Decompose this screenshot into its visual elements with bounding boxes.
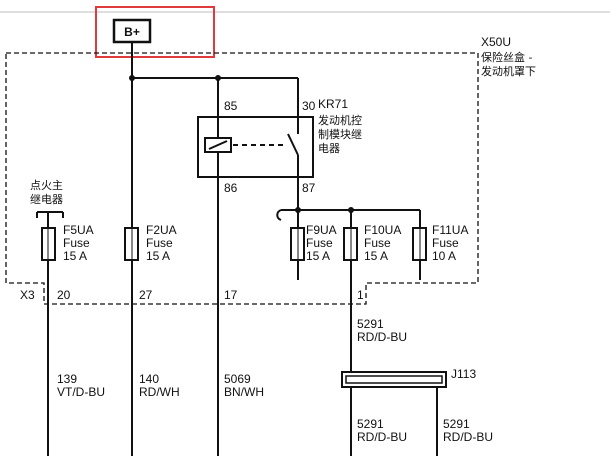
- f9ua-rating: 15 A: [306, 249, 330, 263]
- splice-pack-inner: [345, 375, 443, 384]
- relay-pin-85: 85: [224, 99, 238, 113]
- relay-switch-blade: [287, 133, 299, 156]
- highlight-box: [95, 6, 215, 58]
- fusebox-name-line2: 发动机罩下: [481, 64, 536, 78]
- battery-supply-label: B+: [124, 25, 140, 39]
- wire-5291-color: RD/D-BU: [357, 330, 407, 344]
- splice-right-circuit: 5291: [443, 417, 470, 431]
- relay-pin-87: 87: [302, 181, 316, 195]
- connector-pin-20: 20: [57, 288, 71, 302]
- fusebox-code: X50U: [481, 35, 511, 49]
- f5ua-rating: 15 A: [63, 249, 87, 263]
- splice-pack-outer: [341, 371, 447, 388]
- connector-code: X3: [20, 288, 35, 302]
- connector-pin-27: 27: [139, 288, 153, 302]
- wire-139-circuit: 139: [57, 372, 77, 386]
- relay-name-line2: 制模块继: [318, 128, 362, 141]
- splice-left-circuit: 5291: [357, 417, 384, 431]
- relay-name-line1: 发动机控: [318, 113, 362, 127]
- relay-code: KR71: [318, 97, 348, 111]
- connector-pin-1: 1: [357, 288, 364, 302]
- bus-end-hook: [276, 209, 282, 221]
- relay-name-line3: 电器: [318, 142, 340, 155]
- f2ua-name: F2UA: [146, 223, 177, 237]
- f2ua-type: Fuse: [146, 236, 173, 250]
- f5ua-type: Fuse: [63, 236, 90, 250]
- splice-code: J113: [451, 367, 476, 381]
- f10ua-name: F10UA: [364, 223, 401, 237]
- f11ua-rating: 10 A: [432, 249, 456, 263]
- wire-139-color: VT/D-BU: [57, 385, 105, 399]
- ignition-relay-label-line2: 继电器: [30, 193, 63, 206]
- wire-5069-circuit: 5069: [224, 372, 251, 386]
- f9ua-name: F9UA: [306, 223, 337, 237]
- relay-pin-86: 86: [224, 181, 238, 195]
- splice-right-color: RD/D-BU: [443, 430, 493, 444]
- connector-pin-17: 17: [224, 288, 238, 302]
- wire-5291-circuit: 5291: [357, 317, 384, 331]
- relay-box: [197, 116, 314, 178]
- f10ua-rating: 15 A: [364, 249, 388, 263]
- f5ua-name: F5UA: [63, 223, 94, 237]
- wire-140-circuit: 140: [139, 372, 159, 386]
- f2ua-rating: 15 A: [146, 249, 170, 263]
- wire-140-color: RD/WH: [139, 385, 180, 399]
- fusebox-boundary: [5, 52, 479, 305]
- splice-left-color: RD/D-BU: [357, 430, 407, 444]
- relay-coil-slash: [208, 140, 228, 150]
- wire-5069-color: BN/WH: [224, 385, 264, 399]
- f10ua-type: Fuse: [364, 236, 391, 250]
- ignition-relay-label-line1: 点火主: [30, 179, 63, 192]
- f11ua-name: F11UA: [432, 223, 468, 237]
- fusebox-name-line1: 保险丝盒 -: [481, 50, 532, 64]
- f11ua-type: Fuse: [432, 236, 459, 250]
- relay-pin-30: 30: [302, 99, 316, 113]
- f9ua-type: Fuse: [306, 236, 333, 250]
